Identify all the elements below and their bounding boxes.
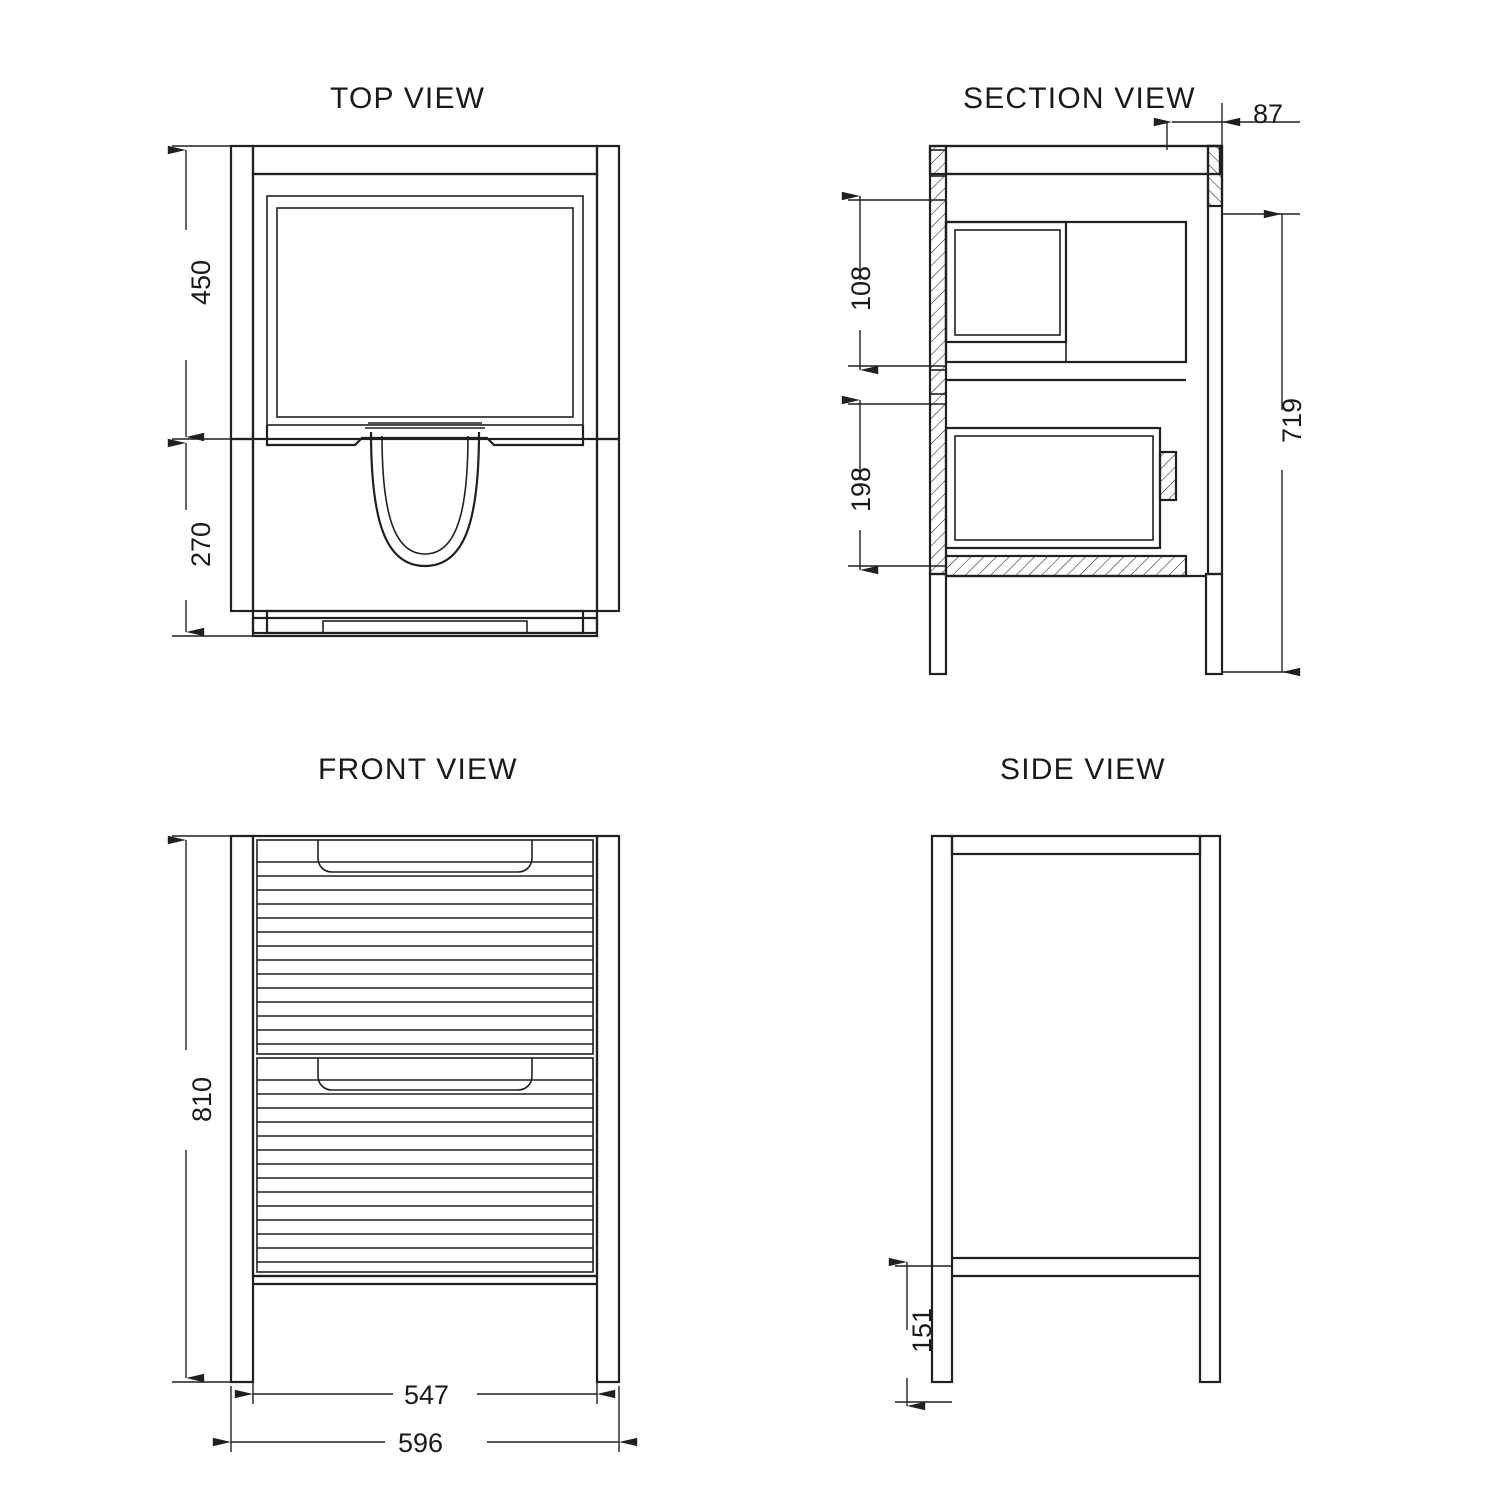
view-title-section: SECTION VIEW [963, 82, 1196, 115]
side-view-dimensions [888, 1257, 952, 1411]
front-view-dimensions [167, 835, 638, 1452]
view-title-top: TOP VIEW [330, 82, 486, 115]
view-title-front: FRONT VIEW [318, 753, 518, 786]
section-view-geometry [928, 144, 1224, 676]
top-view-dimensions [167, 145, 253, 637]
dim-label-front-547: 547 [404, 1380, 450, 1410]
section-view-dimensions [841, 103, 1301, 677]
dim-label-front-596: 596 [398, 1428, 444, 1458]
dim-label-section-87: 87 [1253, 99, 1284, 129]
view-title-side: SIDE VIEW [1000, 753, 1166, 786]
side-view-geometry [930, 834, 1222, 1384]
front-view-geometry [229, 834, 621, 1384]
top-view-geometry [229, 144, 621, 638]
